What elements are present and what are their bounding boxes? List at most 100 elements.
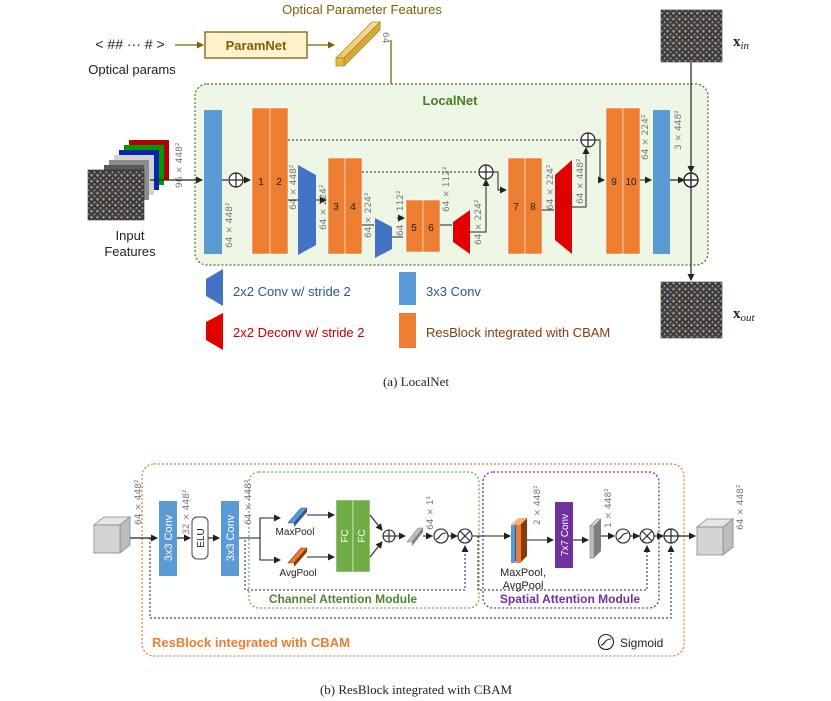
caption-b: (b) ResBlock integrated with CBAM bbox=[320, 682, 513, 697]
avgpool-vector bbox=[287, 547, 308, 567]
output-cube bbox=[695, 518, 735, 556]
optical-params-label: Optical params bbox=[88, 62, 176, 77]
up-deconv-2 bbox=[555, 160, 572, 254]
maxpool-vector bbox=[287, 507, 308, 527]
sigmoid-legend-icon bbox=[597, 633, 615, 651]
dim-d5: 64 × 112² bbox=[396, 190, 406, 236]
resblock-1-2 bbox=[251, 107, 289, 255]
conv-a bbox=[159, 501, 177, 576]
dim-d8: 64 × 224² bbox=[546, 164, 556, 210]
feature-dim: 64 bbox=[380, 32, 390, 44]
pool-combo-1: MaxPool, bbox=[500, 567, 546, 579]
input-features-label-2: Features bbox=[104, 244, 156, 259]
paramnet-label: ParamNet bbox=[226, 38, 287, 53]
resblock-5-6 bbox=[405, 199, 441, 253]
block-label-7: 7 bbox=[513, 202, 519, 213]
block-label-8: 8 bbox=[530, 202, 536, 213]
input-cube bbox=[92, 516, 132, 554]
optical-code: < ## ··· # > bbox=[95, 36, 164, 52]
dim-b: 64 × 448² bbox=[244, 479, 254, 525]
dim-d2: 64 × 448² bbox=[289, 164, 299, 210]
spatial-pool-stack bbox=[511, 518, 527, 563]
resblock-9-10 bbox=[605, 107, 641, 255]
localnet-container bbox=[194, 83, 709, 266]
dim-d6: 64 × 112² bbox=[442, 166, 452, 212]
block-label-3: 3 bbox=[333, 202, 339, 213]
pool-combo-2: AvgPool bbox=[503, 580, 544, 592]
sam-container bbox=[482, 471, 660, 609]
spatial-attention-map bbox=[589, 518, 602, 559]
block-label-2: 2 bbox=[276, 177, 282, 188]
sigmoid-icon-2 bbox=[615, 528, 631, 544]
dim-d9: 64 × 448² bbox=[576, 158, 586, 204]
maxpool-label: MaxPool bbox=[276, 527, 315, 538]
up-deconv-1 bbox=[453, 210, 470, 254]
optical-param-features-title: Optical Parameter Features bbox=[282, 2, 442, 17]
resblock-title: ResBlock integrated with CBAM bbox=[152, 635, 350, 650]
legend-conv-stride-icon bbox=[206, 269, 223, 306]
x-in-image bbox=[660, 9, 723, 63]
block-label-1: 1 bbox=[258, 177, 264, 188]
sam-multiply-node bbox=[639, 528, 655, 544]
block-label-4: 4 bbox=[350, 202, 356, 213]
add-node-out bbox=[683, 172, 699, 188]
cam-multiply-node bbox=[457, 528, 473, 544]
sigmoid-legend-label: Sigmoid bbox=[620, 636, 663, 650]
legend-deconv-stride-icon bbox=[206, 313, 223, 350]
x-out-label: xout bbox=[733, 306, 756, 324]
cam-add-node bbox=[382, 529, 396, 543]
out-dim: 64 × 448² bbox=[736, 484, 746, 530]
dim-e: 1 × 448² bbox=[604, 488, 614, 528]
legend-resblock: ResBlock integrated with CBAM bbox=[426, 325, 610, 340]
resblock-container bbox=[141, 463, 685, 657]
resblock-3-4 bbox=[327, 157, 363, 255]
channel-attention-vector bbox=[406, 527, 424, 546]
block-label-5: 5 bbox=[411, 223, 417, 234]
conv7-label: 7x7 Conv bbox=[560, 514, 571, 556]
conv-b bbox=[221, 501, 239, 576]
dim-d10: 64 × 224² bbox=[641, 114, 651, 160]
dim-d: 2 × 448² bbox=[533, 485, 543, 525]
block-label-10: 10 bbox=[625, 177, 637, 188]
cam-title: Channel Attention Module bbox=[269, 592, 418, 606]
dim-d1: 64 × 448² bbox=[225, 202, 235, 248]
legend-conv3: 3x3 Conv bbox=[426, 284, 481, 299]
fc-label-1: FC bbox=[340, 529, 351, 542]
dim-d11: 3 × 448² bbox=[674, 110, 684, 150]
dim-d7: 64 × 224² bbox=[474, 199, 484, 245]
dim-a: 32 × 448² bbox=[182, 489, 192, 535]
conv-a-label: 3x3 Conv bbox=[163, 514, 175, 561]
down-conv-1 bbox=[298, 165, 316, 255]
optical-feature-vector bbox=[335, 21, 381, 67]
conv-in bbox=[204, 110, 222, 254]
add-node-3 bbox=[580, 132, 596, 148]
elu-label: ELU bbox=[196, 528, 207, 547]
dim-d4: 64 × 224² bbox=[364, 192, 374, 238]
legend-conv3-icon bbox=[399, 272, 416, 305]
conv-out bbox=[653, 110, 670, 254]
fc-label-2: FC bbox=[357, 529, 368, 542]
input-features-stack bbox=[87, 140, 169, 221]
residual-add-node bbox=[663, 528, 679, 544]
input-dim: 96 × 448² bbox=[175, 142, 185, 188]
add-node-2 bbox=[478, 164, 494, 180]
sigmoid-icon bbox=[433, 528, 449, 544]
conv7 bbox=[555, 502, 573, 568]
x-in-label: xin bbox=[733, 34, 750, 52]
x-out-image bbox=[660, 281, 723, 339]
block-label-9: 9 bbox=[611, 177, 617, 188]
sam-title: Spatial Attention Module bbox=[500, 592, 641, 606]
localnet-title: LocalNet bbox=[423, 93, 479, 108]
legend-resblock-icon bbox=[399, 313, 416, 348]
resblock-7-8 bbox=[507, 157, 543, 255]
avgpool-label: AvgPool bbox=[279, 568, 316, 579]
legend-conv-stride: 2x2 Conv w/ stride 2 bbox=[233, 284, 351, 299]
caption-a: (a) LocalNet bbox=[383, 374, 449, 389]
input-features-label-1: Input bbox=[116, 228, 145, 243]
in-dim: 64 × 448² bbox=[134, 479, 144, 525]
cam-container bbox=[248, 471, 480, 609]
add-node-1 bbox=[228, 172, 244, 188]
conv-b-label: 3x3 Conv bbox=[225, 514, 237, 561]
legend-deconv-stride: 2x2 Deconv w/ stride 2 bbox=[233, 325, 365, 340]
